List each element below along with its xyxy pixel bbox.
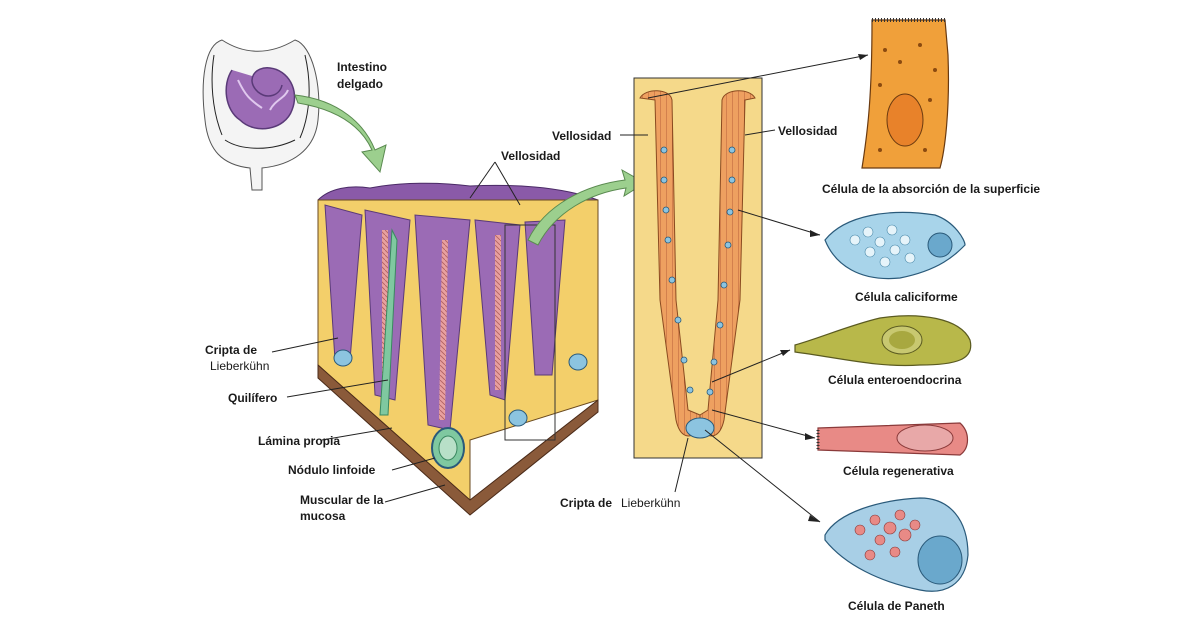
label-cell-caliciforme: Célula caliciforme (855, 290, 958, 304)
label-cell-enteroendocrina: Célula enteroendocrina (828, 373, 962, 387)
label-cripta-left-2: Lieberkühn (210, 359, 269, 373)
label-nodulo-linfoide: Nódulo linfoide (288, 463, 376, 477)
arrow-intestine-to-block (294, 94, 387, 174)
absorptive-cell (861, 18, 950, 169)
label-vellosidad-block: Vellosidad (501, 149, 560, 163)
label-cell-absorcion: Célula de la absorción de la superficie (822, 182, 1040, 196)
enteroendocrine-cell (794, 315, 972, 367)
paneth-cell (824, 497, 969, 592)
label-intestino-2: delgado (337, 77, 383, 91)
label-intestino-1: Intestino (337, 60, 387, 74)
small-intestine-illustration (202, 39, 320, 191)
magnified-villus-panel (633, 77, 763, 459)
arrowheads (780, 54, 868, 522)
label-muscular-2: mucosa (300, 509, 346, 523)
label-cell-paneth: Célula de Paneth (848, 599, 945, 613)
label-vellosidad-left: Vellosidad (552, 129, 611, 143)
goblet-cell (824, 211, 966, 280)
lacteal (379, 228, 398, 416)
label-vellosidad-right: Vellosidad (778, 124, 837, 138)
label-cripta-left-1: Cripta de (205, 343, 257, 357)
label-cripta-center-name: Lieberkühn (621, 496, 680, 510)
label-cell-regenerativa: Célula regenerativa (843, 464, 954, 478)
label-cripta-center-prefix: Cripta de (560, 496, 612, 510)
regenerative-cell (816, 422, 969, 456)
label-muscular-1: Muscular de la (300, 493, 384, 507)
label-lamina-propia: Lámina propia (258, 434, 340, 448)
leader-lines (271, 54, 869, 523)
label-quilifero: Quilífero (228, 391, 277, 405)
